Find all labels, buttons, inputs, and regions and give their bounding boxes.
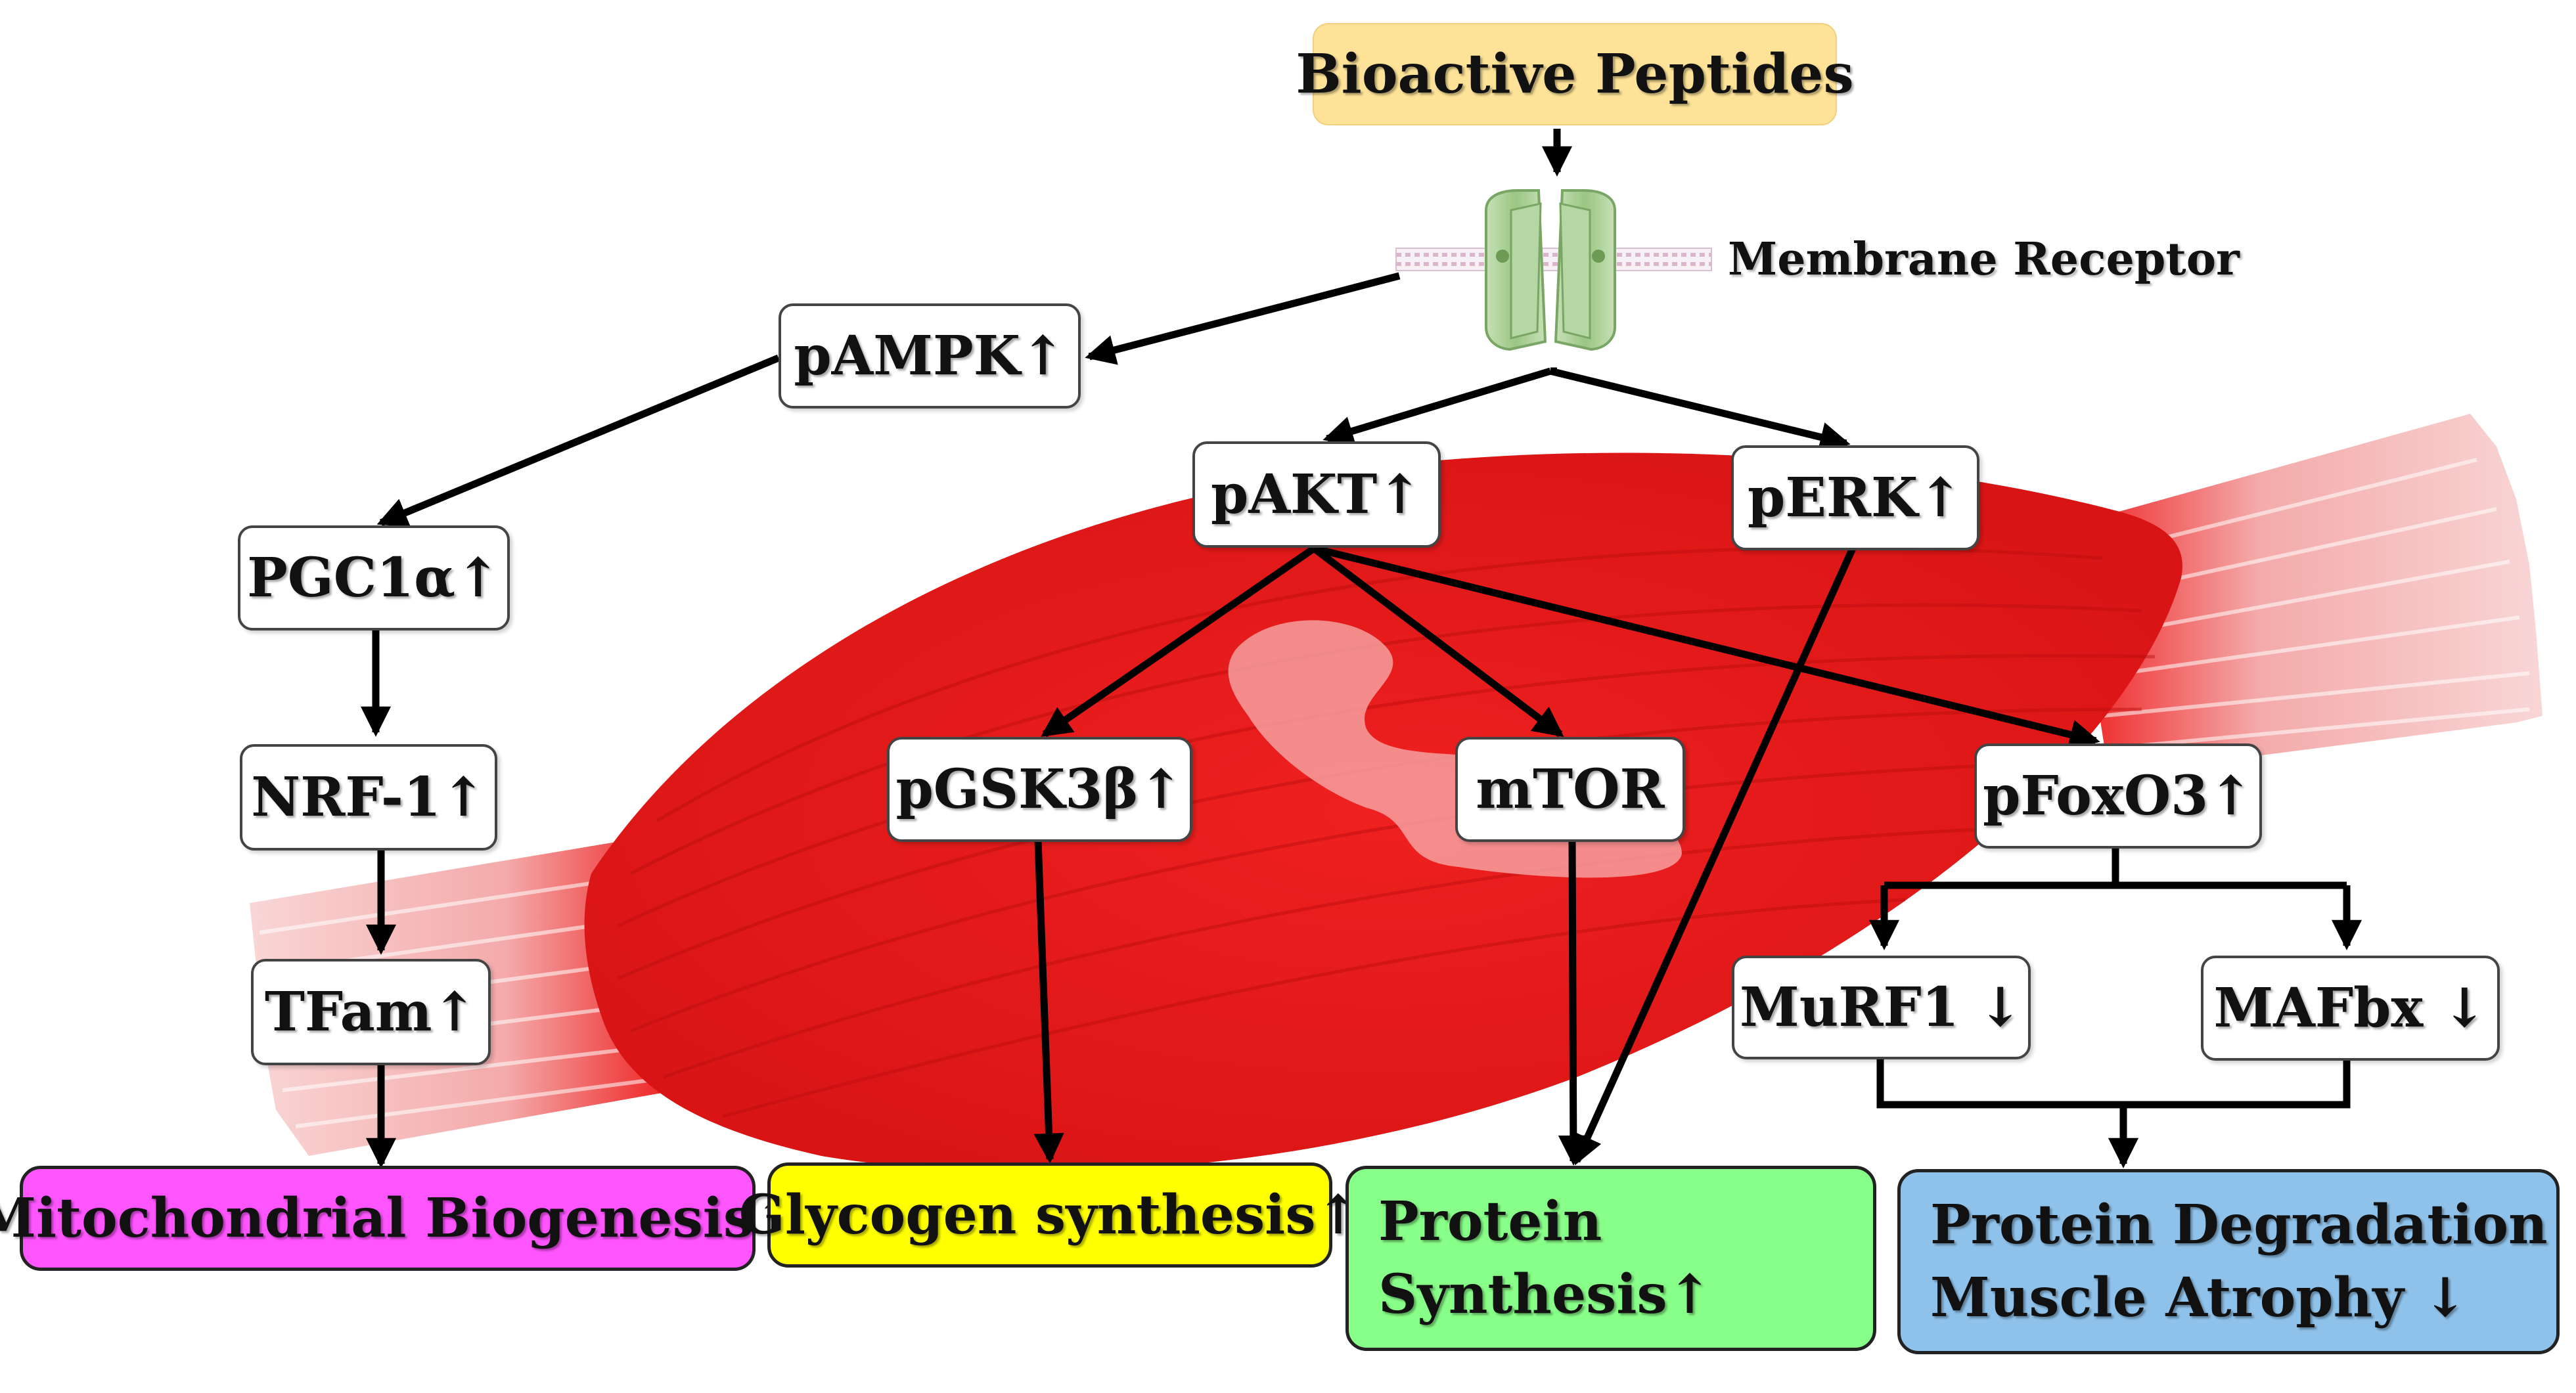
murf1-label: MuRF1 ↓: [1739, 976, 2023, 1039]
bioactive-peptides-box: Bioactive Peptides: [1296, 23, 1854, 125]
arrow-receptor-to-pampk: [1085, 272, 1401, 365]
pfoxo3-node: pFoxO3↑: [1974, 743, 2262, 849]
pgc1a-label: PGC1α↑: [247, 546, 501, 609]
pakt-label: pAKT↑: [1211, 463, 1422, 526]
mito-biogenesis-label: Mitochondrial Biogenesis↑: [0, 1187, 799, 1250]
pakt-node: pAKT↑: [1192, 441, 1441, 548]
tfam-node: TFam↑: [251, 959, 491, 1065]
muscle-illustration: [250, 414, 2542, 1172]
glycogen-synthesis-outcome: Glycogen synthesis↑: [739, 1162, 1361, 1268]
pgc1a-node: PGC1α↑: [238, 525, 510, 630]
mtor-label: mTOR: [1476, 758, 1665, 821]
arrow-receptor-to-perk: [1549, 367, 1851, 453]
protein-degradation-line-2: Muscle Atrophy ↓: [1930, 1266, 2468, 1329]
glycogen-synthesis-label: Glycogen synthesis↑: [738, 1183, 1361, 1247]
bioactive-peptides-label: Bioactive Peptides: [1296, 43, 1854, 106]
murf1-node: MuRF1 ↓: [1732, 956, 2031, 1059]
arrow-pampk-to-pgc1a: [376, 354, 780, 527]
line-murf1-merge: [1876, 1059, 2351, 1109]
mafbx-label: MAFbx ↓: [2213, 977, 2487, 1040]
pampk-node: pAMPK↑: [779, 303, 1081, 409]
arrow-pakt-to-pgsk3b: [1041, 545, 1317, 738]
perk-label: pERK↑: [1748, 466, 1963, 529]
arrow-pgsk3b-to-glycogen: [1033, 840, 1064, 1164]
mafbx-node: MAFbx ↓: [2201, 956, 2500, 1061]
arrow-pakt-to-mtor: [1311, 545, 1564, 738]
connectors: [360, 129, 2362, 1168]
nrf1-node: NRF-1↑: [240, 744, 497, 851]
pampk-label: pAMPK↑: [794, 324, 1066, 387]
protein-degradation-line-1: Protein Degradation ↓: [1930, 1193, 2576, 1257]
pfoxo3-label: pFoxO3↑: [1983, 764, 2253, 828]
muscle-tendon-right: [2069, 414, 2542, 775]
mtor-node: mTOR: [1455, 737, 1685, 842]
arrow-mtor-to-protein-synthesis: [1558, 840, 1589, 1166]
membrane-receptor-graphic: [1395, 189, 1712, 351]
protein-synthesis-outcome: Protein Synthesis↑: [1345, 1166, 1876, 1351]
pgsk3b-label: pGSK3β↑: [895, 758, 1184, 821]
protein-synthesis-line-1: Protein: [1378, 1190, 1602, 1254]
protein-synthesis-line-2: Synthesis↑: [1378, 1263, 1713, 1326]
membrane-receptor-label: Membrane Receptor: [1728, 233, 2240, 286]
arrow-pakt-to-pfoxo3: [1313, 544, 2100, 750]
tfam-label: TFam↑: [264, 981, 478, 1044]
arrow-receptor-to-pakt: [1322, 367, 1552, 446]
mito-biogenesis-outcome: Mitochondrial Biogenesis↑: [0, 1166, 799, 1271]
perk-node: pERK↑: [1731, 445, 1979, 550]
arrow-perk-to-protein-synthesis: [1573, 546, 1857, 1166]
nrf1-label: NRF-1↑: [251, 766, 486, 829]
protein-degradation-outcome: Protein Degradation ↓ Muscle Atrophy ↓: [1897, 1169, 2576, 1354]
pgsk3b-node: pGSK3β↑: [887, 737, 1192, 842]
